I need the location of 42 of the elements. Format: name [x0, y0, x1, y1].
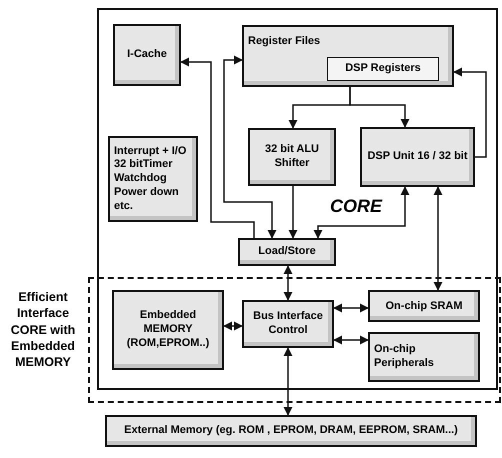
block-label: Bus Interface Control	[252, 310, 324, 338]
block-label: 32 bit ALU Shifter	[264, 143, 320, 171]
block-label: Register Files	[248, 35, 320, 49]
arrow	[434, 186, 442, 291]
block-label: External Memory (eg. ROM , EPROM, DRAM, EEPROM, SRAM...)	[124, 424, 458, 438]
arrow	[333, 336, 369, 344]
arrow	[223, 56, 276, 239]
cache-block	[113, 24, 181, 86]
external-memory-block	[105, 415, 477, 447]
arrow	[288, 186, 298, 239]
arrow	[453, 68, 487, 158]
block-label: On-chip SRAM	[386, 300, 462, 314]
block-label: Watchdog	[114, 172, 167, 186]
block-label: DSP Registers	[345, 62, 421, 76]
load-store-block	[238, 238, 336, 266]
region-caption: Efficient Interface CORE with Embedded MEMORY	[10, 289, 76, 370]
block-label: I-Cache	[127, 48, 167, 62]
block-label: Power down	[114, 186, 179, 200]
memory-block	[112, 290, 224, 370]
register-block	[242, 25, 454, 87]
sram-block	[368, 290, 480, 322]
arrow	[284, 265, 292, 301]
arrow	[180, 58, 255, 238]
dsp-block	[360, 127, 475, 187]
bus-control-block	[242, 300, 334, 348]
block-label: DSP Unit 16 / 32 bit	[367, 150, 468, 164]
peripheral-block	[368, 332, 480, 382]
alu-block	[248, 128, 336, 186]
block-label: etc.	[114, 200, 133, 214]
arrow	[333, 304, 369, 312]
block-label: Embedded MEMORY (ROM,EPROM..)	[126, 309, 210, 351]
block-label: Interrupt + I/O	[114, 144, 186, 158]
arrow	[314, 186, 410, 239]
block-label: Load/Store	[258, 245, 316, 259]
block-label: On-chip Peripherals	[374, 343, 435, 371]
arrow	[223, 322, 243, 330]
block-label: 32 bitTimer	[114, 158, 172, 172]
arrow	[284, 347, 292, 416]
peripheral-block	[108, 136, 198, 222]
register-box	[327, 57, 439, 81]
core-label: CORE	[330, 196, 382, 217]
arrow	[349, 87, 410, 128]
